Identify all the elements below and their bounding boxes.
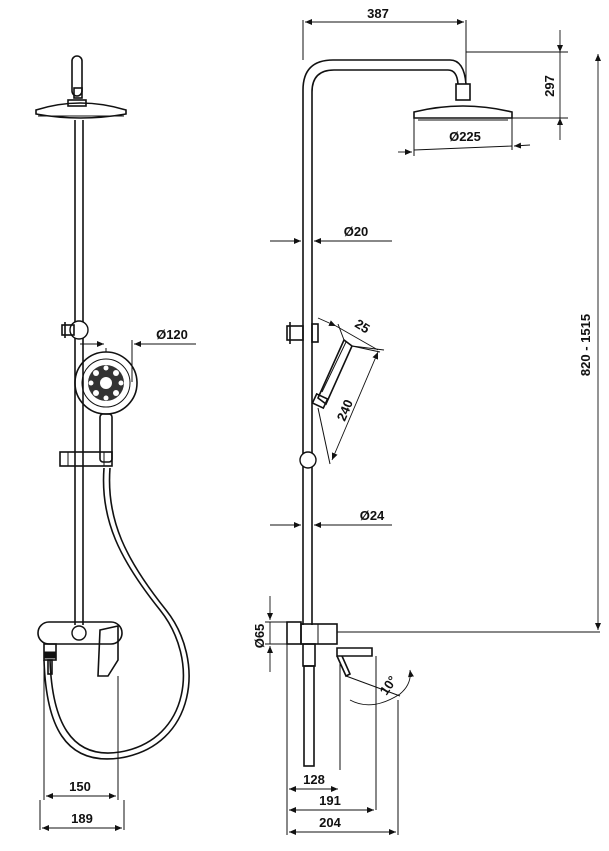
dim-front-centers-label: 150 (69, 779, 91, 794)
side-slider-ball (299, 451, 317, 469)
dim-handshower-length: 240 (317, 345, 385, 465)
dim-front-centers: 150 (46, 779, 116, 799)
dim-handshower-diameter-label: Ø120 (156, 327, 188, 342)
dim-handshower-width-label: 25 (352, 316, 372, 336)
dim-slider-diameter: Ø24 (270, 508, 392, 528)
front-slider-bracket (59, 451, 113, 467)
front-mixer (37, 621, 123, 677)
dim-slider-diameter-label: Ø24 (360, 508, 385, 523)
front-diverter-knob (61, 320, 89, 340)
dim-front-width-label: 189 (71, 811, 93, 826)
dim-side-191: 191 (289, 793, 374, 813)
front-view (35, 55, 190, 830)
dim-head-diameter-label: Ø225 (449, 129, 481, 144)
dim-head-drop-label: 297 (542, 75, 557, 97)
front-hand-shower (74, 351, 138, 463)
dim-handshower-width: 25 (317, 316, 381, 353)
dim-handshower-diameter: Ø120 (80, 327, 196, 382)
dim-height-range: 820 - 1515 (578, 54, 601, 630)
dim-height-range-label: 820 - 1515 (578, 314, 593, 376)
dim-side-128-label: 128 (303, 772, 325, 787)
side-hand-shower (311, 338, 353, 410)
dim-head-drop: 297 (542, 30, 563, 140)
dim-mixer-diameter-label: Ø65 (252, 624, 267, 649)
dim-side-191-label: 191 (319, 793, 341, 808)
dim-mixer-diameter: Ø65 (252, 596, 273, 672)
front-rain-head (35, 99, 127, 119)
dim-top-reach-label: 387 (367, 6, 389, 21)
dim-side-204-label: 204 (319, 815, 341, 830)
side-mixer (286, 621, 373, 767)
side-view (265, 20, 600, 835)
front-hose (43, 467, 190, 760)
side-rain-head (413, 83, 513, 121)
front-riser-rail (74, 120, 84, 625)
dim-top-reach: 387 (305, 6, 464, 25)
dim-pipe-diameter: Ø20 (270, 224, 392, 244)
dim-side-128: 128 (289, 772, 338, 792)
front-top-arm (71, 55, 83, 99)
dim-side-204: 204 (289, 815, 396, 835)
side-riser (302, 59, 467, 625)
dim-spout-angle-label: 10° (377, 673, 401, 698)
dim-handshower-length-label: 240 (334, 397, 356, 423)
dim-pipe-diameter-label: Ø20 (344, 224, 369, 239)
dim-front-width: 189 (42, 811, 122, 831)
side-diverter-knob (286, 322, 319, 344)
dim-head-diameter: Ø225 (398, 118, 531, 156)
dim-spout-angle: 10° (345, 669, 414, 706)
